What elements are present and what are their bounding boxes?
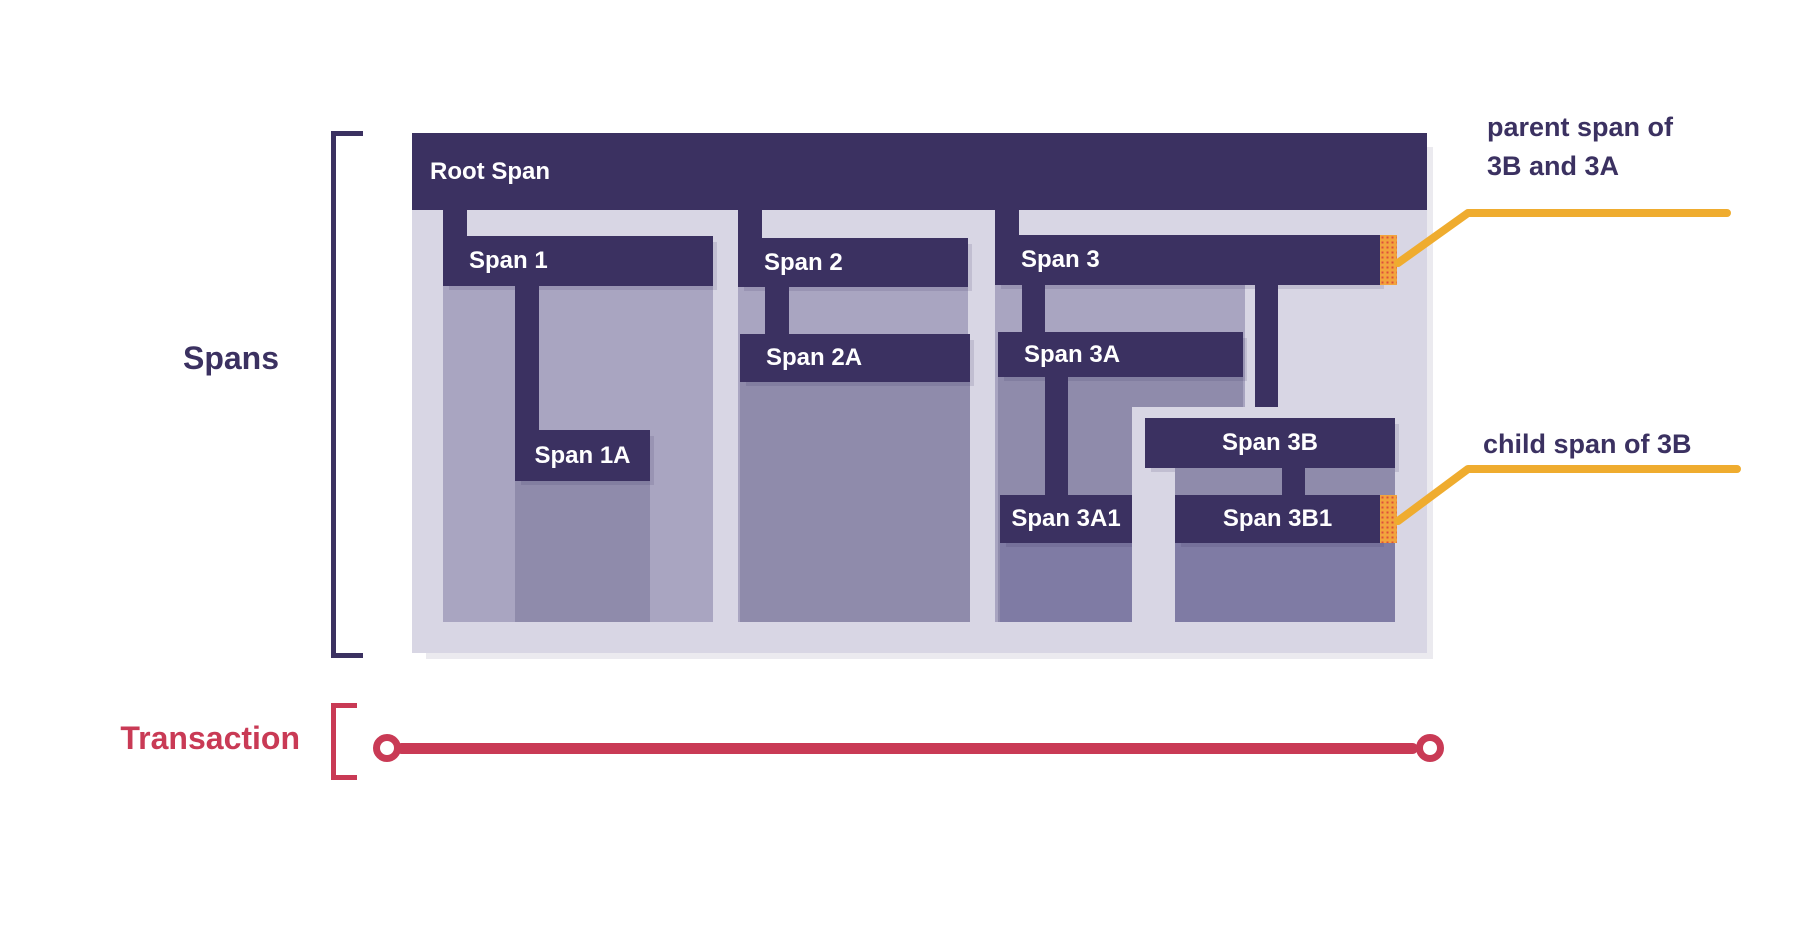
span3a1-bar: Span 3A1 — [1000, 495, 1132, 543]
connector-span3-span3a — [1022, 285, 1045, 332]
span1-label: Span 1 — [469, 247, 548, 274]
parent-callout-line — [1394, 209, 1731, 267]
span3a-bar: Span 3A — [998, 332, 1243, 377]
connector-root-span2 — [738, 210, 762, 240]
connector-span3-span3b — [1255, 285, 1278, 418]
connector-span1-span1a — [515, 286, 539, 430]
transaction-bracket — [331, 703, 357, 780]
root-span-label: Root Span — [430, 157, 550, 185]
span2-bar: Span 2 — [738, 238, 968, 287]
span3b-label: Span 3B — [1221, 429, 1319, 456]
transaction-end-circle — [1416, 734, 1444, 762]
connector-root-span1 — [443, 210, 467, 238]
span2a-label: Span 2A — [766, 344, 863, 371]
parent-callout-label: parent span of 3B and 3A — [1487, 108, 1787, 186]
span3-bar: Span 3 — [995, 235, 1380, 285]
span2-label: Span 2 — [764, 248, 843, 276]
connector-root-span3 — [995, 210, 1019, 237]
span1-bar: Span 1 — [443, 236, 713, 286]
span3b-halo-top — [1132, 407, 1395, 419]
span3b1-bar: Span 3B1 — [1175, 495, 1380, 543]
connector-span3b-span3b1 — [1282, 468, 1305, 495]
span3b-bar: Span 3B — [1145, 418, 1395, 468]
span3a1-label: Span 3A1 — [1011, 505, 1121, 532]
child-callout-label: child span of 3B — [1483, 429, 1692, 459]
spans-bracket — [331, 131, 363, 658]
transaction-timeline — [396, 743, 1418, 754]
spans-label: Spans — [182, 340, 280, 376]
child-span-marker — [1380, 495, 1397, 543]
connector-span3a-span3a1 — [1045, 377, 1068, 495]
span3b1-label: Span 3B1 — [1222, 505, 1333, 532]
region-span2a-duration — [740, 334, 970, 622]
span1a-bar: Span 1A — [515, 430, 650, 481]
parent-span-marker — [1380, 235, 1397, 285]
span2a-bar: Span 2A — [740, 334, 970, 382]
span3a-label: Span 3A — [1024, 340, 1121, 368]
connector-span2-span2a — [765, 287, 789, 334]
parent-callout-line2: 3B and 3A — [1487, 151, 1620, 181]
transaction-label: Transaction — [120, 720, 300, 756]
child-callout-line — [1394, 465, 1741, 525]
parent-callout-line1: parent span of — [1487, 112, 1674, 142]
transaction-start-circle — [373, 734, 401, 762]
root-span-bar: Root Span — [412, 133, 1427, 210]
span3-label: Span 3 — [1021, 246, 1100, 273]
span1a-label: Span 1A — [534, 441, 631, 469]
